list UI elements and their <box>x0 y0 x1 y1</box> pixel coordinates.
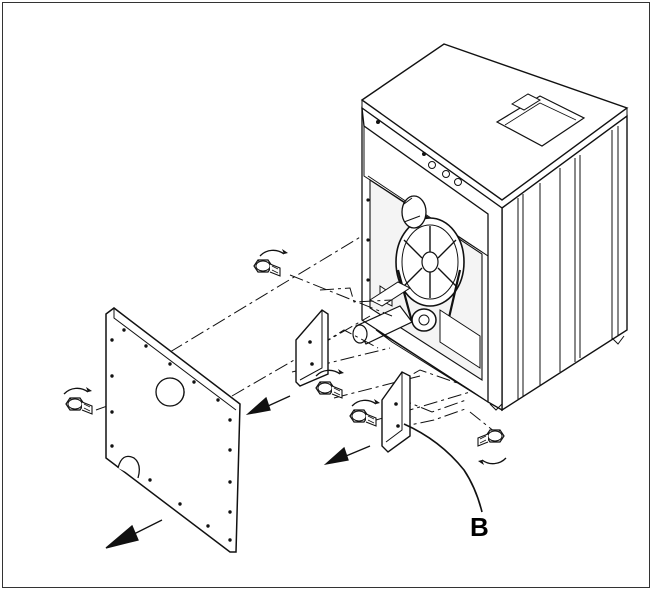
cabinet <box>352 43 629 412</box>
hex-bolt-icon <box>315 368 345 399</box>
motor-pulley <box>411 308 437 332</box>
hex-bolt-icon <box>477 429 507 466</box>
callout-b-leader <box>403 423 483 513</box>
removal-arrow-icon <box>323 445 371 466</box>
removal-arrow-icon <box>105 519 163 549</box>
bracket-b <box>381 371 411 453</box>
removal-arrow-icon <box>245 395 291 416</box>
callout-b-label: B <box>470 512 489 542</box>
hex-bolt-icon <box>253 248 289 277</box>
drive-pulley <box>395 217 465 307</box>
front-panel <box>105 307 241 553</box>
left-bracket <box>295 309 329 387</box>
hex-bolt-icon <box>63 386 93 415</box>
hex-bolt-icon <box>349 398 381 427</box>
drive-belt <box>396 269 462 323</box>
